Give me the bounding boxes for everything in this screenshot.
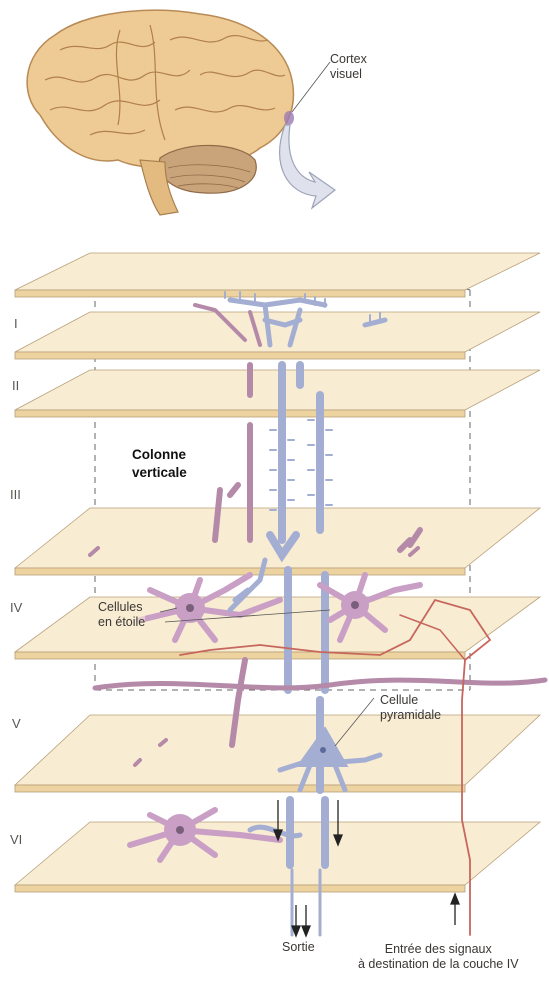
sortie-label: Sortie [282, 940, 315, 955]
cellule-pyramidale-line-1: Cellule [380, 693, 441, 708]
cellules-en-etoile-line-1: Cellules [98, 600, 145, 615]
colonne-verticale-line-1: Colonne [132, 446, 187, 464]
layer-label-IV: IV [10, 600, 22, 615]
colonne-verticale-label: Colonne verticale [132, 446, 187, 482]
cellule-pyramidale-label: Cellule pyramidale [380, 693, 441, 723]
cellules-en-etoile-line-2: en étoile [98, 615, 145, 630]
layer-label-V: V [12, 716, 21, 731]
colonne-verticale-line-2: verticale [132, 464, 187, 482]
cellules-en-etoile-label: Cellules en étoile [98, 600, 145, 630]
entree-line-2: à destination de la couche IV [358, 957, 519, 972]
cortex-visuel-line-1: Cortex [330, 52, 367, 67]
curved-arrow-icon [280, 125, 335, 208]
layer-label-II: II [12, 378, 19, 393]
brain-illustration [27, 10, 330, 215]
entree-line-1: Entrée des signaux [358, 942, 519, 957]
entree-label: Entrée des signaux à destination de la c… [358, 942, 519, 972]
cortex-visuel-line-2: visuel [330, 67, 367, 82]
layer-label-VI: VI [10, 832, 22, 847]
cortex-visuel-label: Cortex visuel [330, 52, 367, 82]
layer-label-I: I [14, 316, 18, 331]
cellule-pyramidale-line-2: pyramidale [380, 708, 441, 723]
layer-label-III: III [10, 487, 21, 502]
